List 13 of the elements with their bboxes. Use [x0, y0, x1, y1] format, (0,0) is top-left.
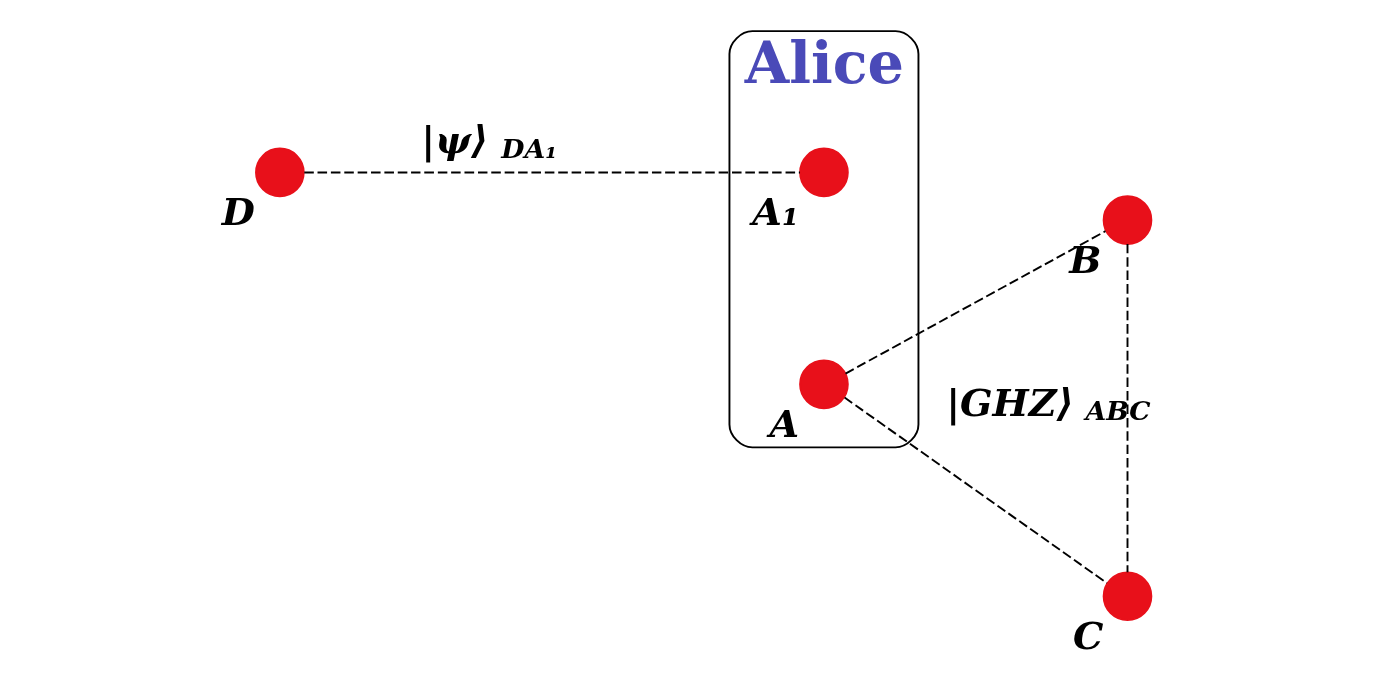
connector [844, 230, 1107, 375]
node-circle [1102, 195, 1153, 245]
node-circle [1102, 571, 1153, 622]
node-circle [799, 147, 849, 198]
node-label: D [221, 188, 255, 234]
node-label: B [1069, 236, 1102, 282]
connector [1126, 243, 1129, 574]
connector [303, 171, 801, 174]
node-circle [799, 359, 849, 410]
node-circle [255, 147, 305, 198]
edge-label: |ψ⟩DA₁ [421, 117, 557, 164]
node-label: C [1073, 612, 1104, 658]
edge-label: |GHZ⟩ABC [946, 379, 1151, 427]
